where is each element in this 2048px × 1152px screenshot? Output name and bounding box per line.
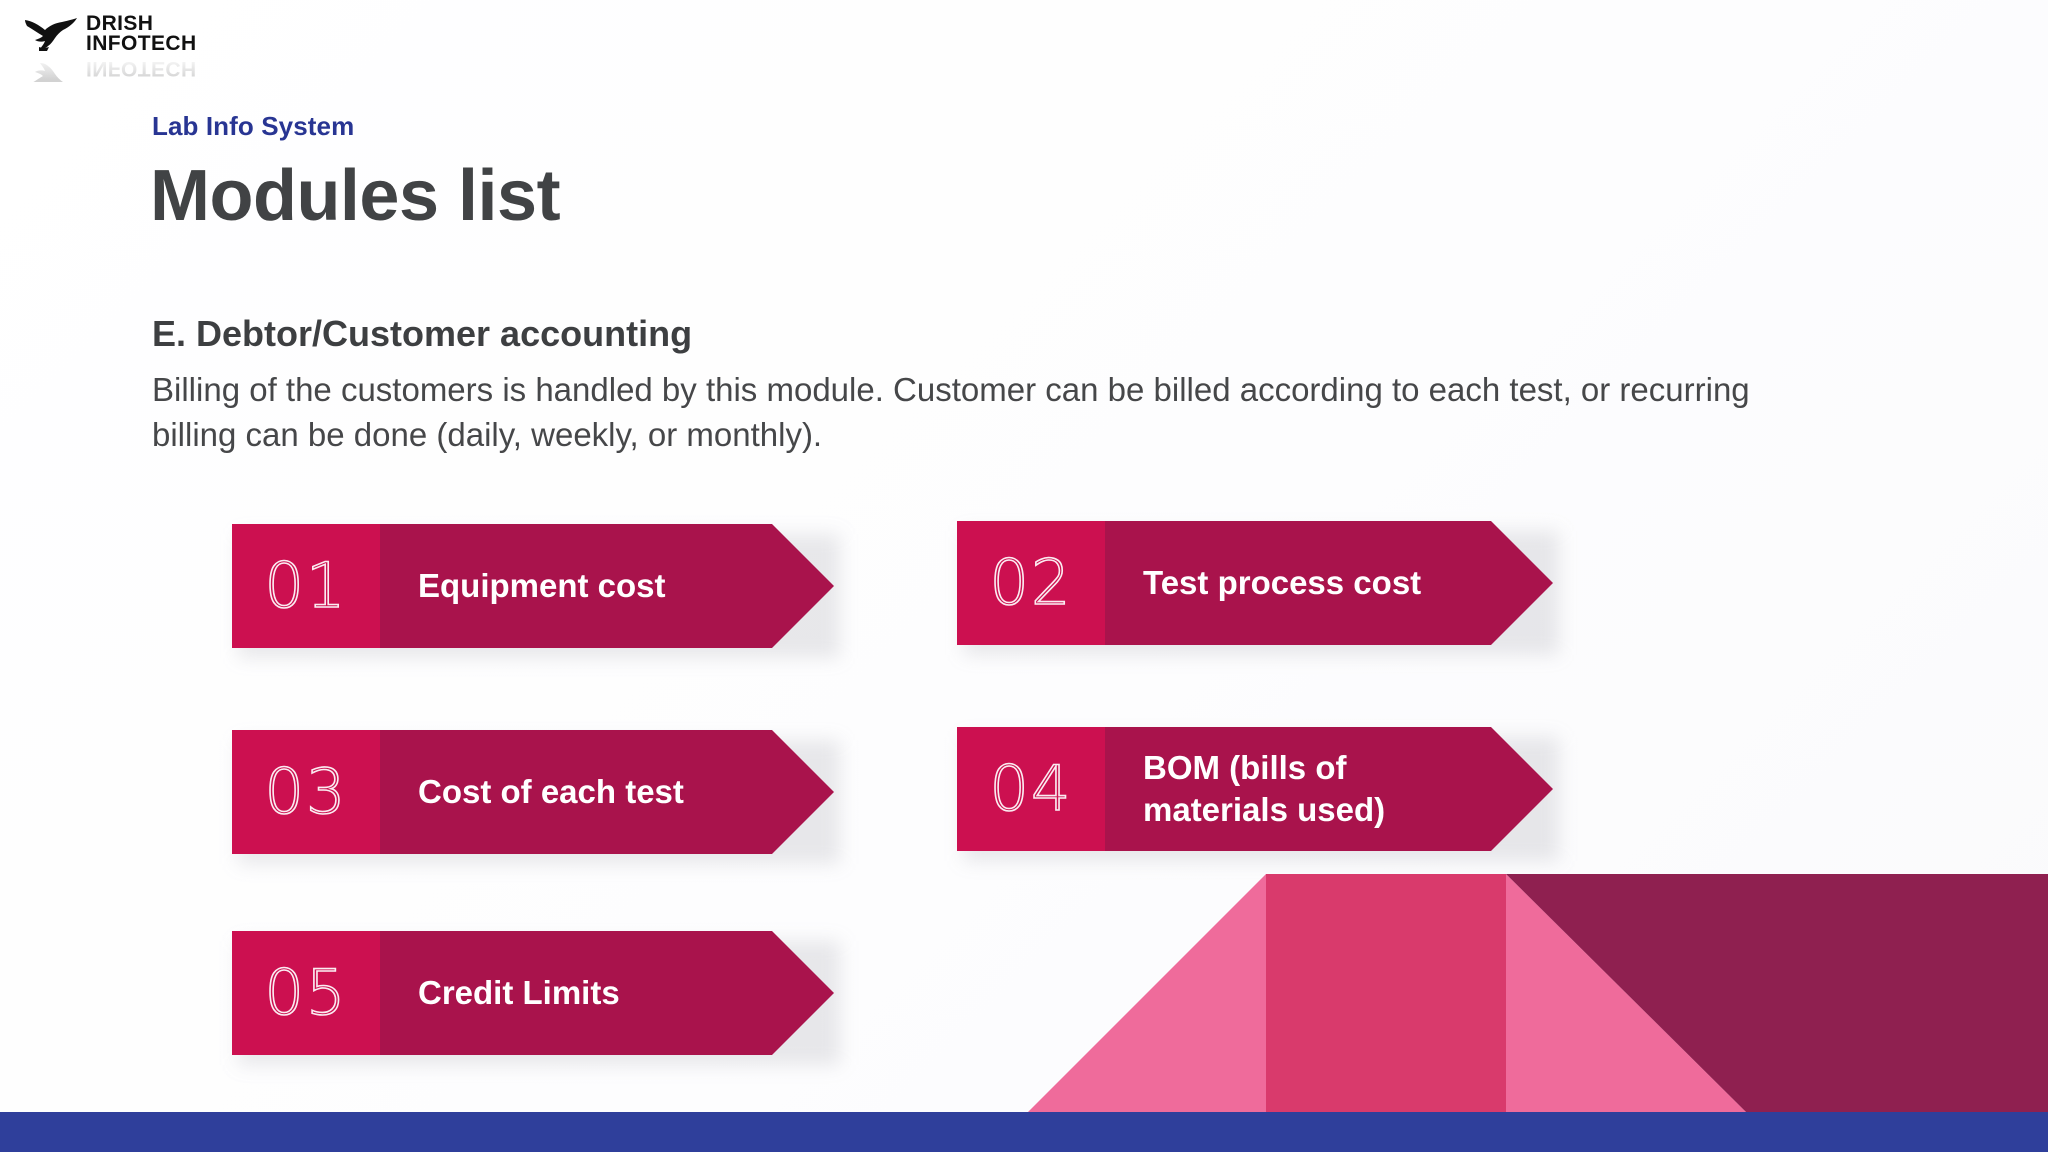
banner-label: Equipment cost xyxy=(418,566,666,604)
banner-label-box: Cost of each test xyxy=(380,730,834,854)
logo-line-2: INFOTECH xyxy=(86,32,197,56)
banner-body: 04 BOM (bills of materials used) xyxy=(957,727,1553,851)
banner-number-box: 02 xyxy=(957,521,1105,645)
banner-body: 03 Cost of each test xyxy=(232,730,834,854)
bird-logo-icon xyxy=(22,14,84,54)
module-banner-01[interactable]: 01 Equipment cost xyxy=(232,524,840,658)
banner-label-box: BOM (bills of materials used) xyxy=(1105,727,1553,851)
banner-label: Credit Limits xyxy=(418,973,620,1011)
slide-eyebrow: Lab Info System xyxy=(152,111,355,141)
bottom-accent-bar xyxy=(0,1112,2048,1152)
banner-label: BOM (bills of materials used) xyxy=(1143,748,1386,828)
banner-label: Test process cost xyxy=(1143,563,1422,601)
banner-body: 05 Credit Limits xyxy=(232,931,834,1055)
module-banner-05[interactable]: 05 Credit Limits xyxy=(232,931,840,1065)
section-heading: E. Debtor/Customer accounting xyxy=(152,313,693,354)
banner-number: 02 xyxy=(989,546,1073,619)
decorative-triangles xyxy=(1028,874,2048,1112)
module-banner-03[interactable]: 03 Cost of each test xyxy=(232,730,840,864)
module-banner-04[interactable]: 04 BOM (bills of materials used) xyxy=(957,727,1559,861)
banner-body: 02 Test process cost xyxy=(957,521,1553,645)
bird-logo-reflection-icon xyxy=(22,58,84,82)
banner-label-box: Equipment cost xyxy=(380,524,834,648)
logo-line-1: DRISH xyxy=(86,12,154,35)
logo-wordmark: DRISH INFOTECH xyxy=(86,12,197,56)
banner-number: 01 xyxy=(264,549,348,622)
banner-number: 05 xyxy=(264,956,348,1029)
section-body-text: Billing of the customers is handled by t… xyxy=(152,371,1750,454)
banner-label-box: Credit Limits xyxy=(380,931,834,1055)
banner-label-box: Test process cost xyxy=(1105,521,1553,645)
banner-number: 03 xyxy=(264,755,348,828)
banner-label: Cost of each test xyxy=(418,772,684,810)
page-title: Modules list xyxy=(150,156,561,236)
banner-number: 04 xyxy=(989,752,1073,825)
banner-number-box: 04 xyxy=(957,727,1105,851)
banner-number-box: 03 xyxy=(232,730,380,854)
banner-body: 01 Equipment cost xyxy=(232,524,834,648)
company-logo: DRISH INFOTECH DRISH INFOTECH xyxy=(22,10,232,82)
banner-number-box: 01 xyxy=(232,524,380,648)
module-banner-02[interactable]: 02 Test process cost xyxy=(957,521,1559,655)
logo-reflection: DRISH INFOTECH xyxy=(22,56,232,82)
banner-number-box: 05 xyxy=(232,931,380,1055)
